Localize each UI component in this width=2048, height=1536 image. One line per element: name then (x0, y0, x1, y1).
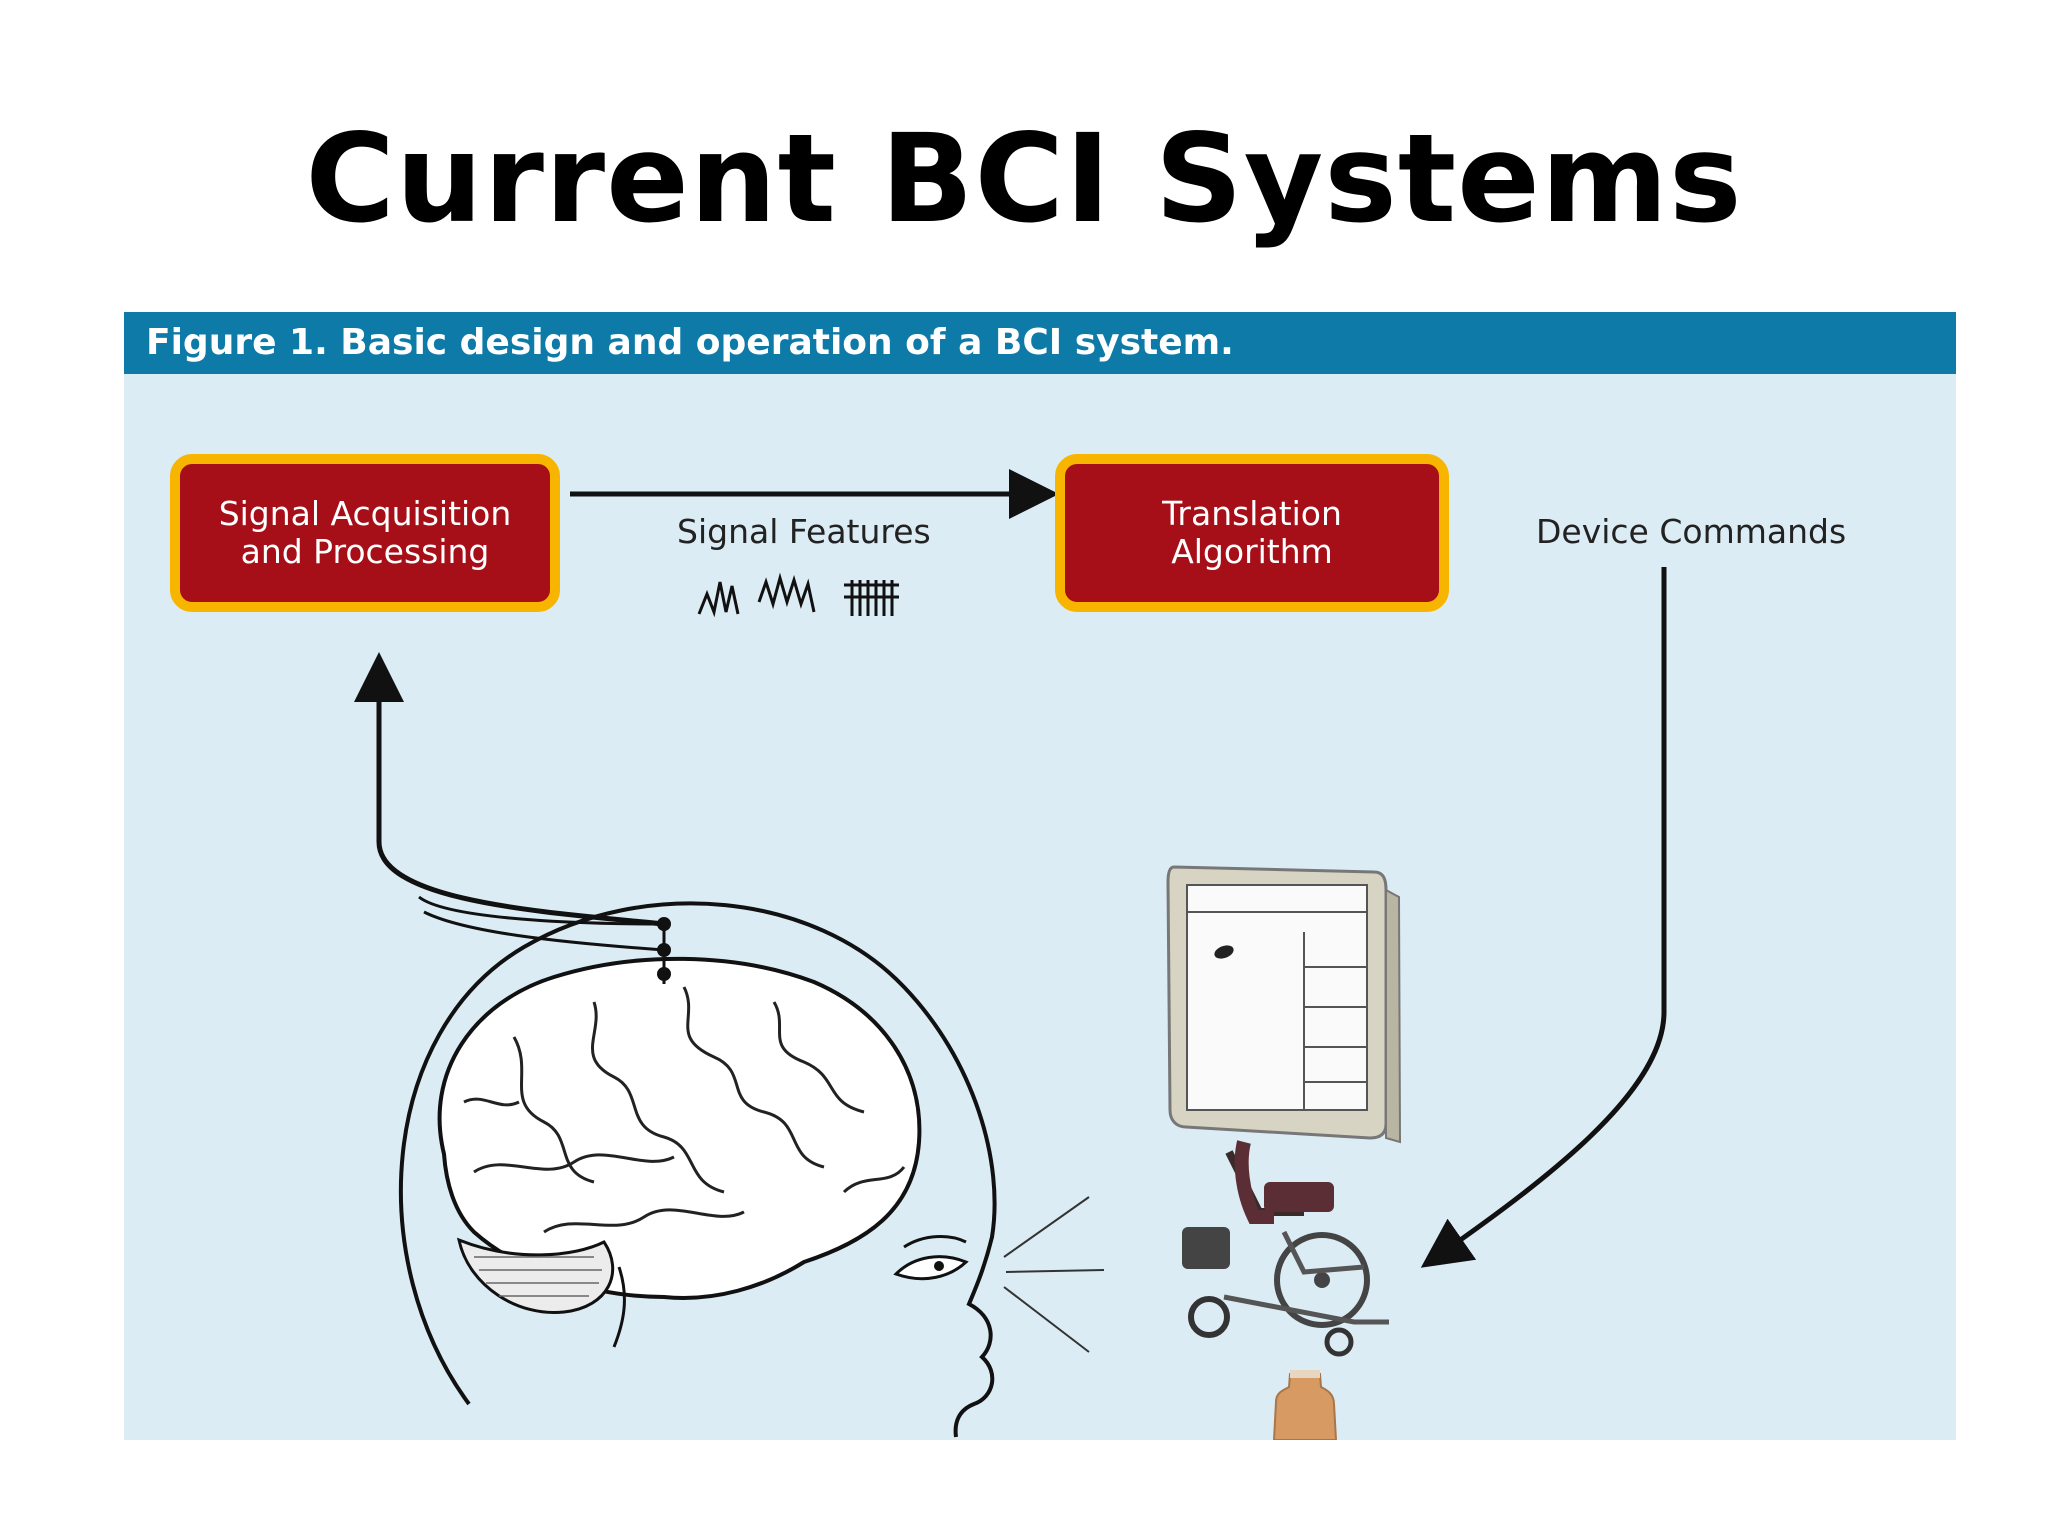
device-commands-arrow (1420, 567, 1667, 1268)
signal-waveform-icon (697, 572, 899, 618)
figure-artwork (354, 469, 1667, 1440)
head-outline-icon (398, 901, 997, 1438)
bci-figure: Figure 1. Basic design and operation of … (124, 312, 1956, 1440)
device-commands-label: Device Commands (1536, 512, 1847, 551)
monitor-icon (1166, 865, 1402, 1144)
slide-title: Current BCI Systems (305, 108, 1743, 250)
eeg-electrode-icon (657, 917, 671, 984)
translation-algorithm-block: Translation Algorithm (1055, 454, 1449, 612)
eeg-signal-arrow (354, 652, 665, 927)
figure-caption: Figure 1. Basic design and operation of … (124, 312, 1956, 374)
signal-features-label: Signal Features (677, 512, 931, 551)
signal-acquisition-block: Signal Acquisition and Processing (170, 454, 560, 612)
bottle-icon (1272, 1370, 1338, 1440)
wheelchair-icon (1182, 1140, 1389, 1357)
brain-icon (437, 956, 922, 1348)
